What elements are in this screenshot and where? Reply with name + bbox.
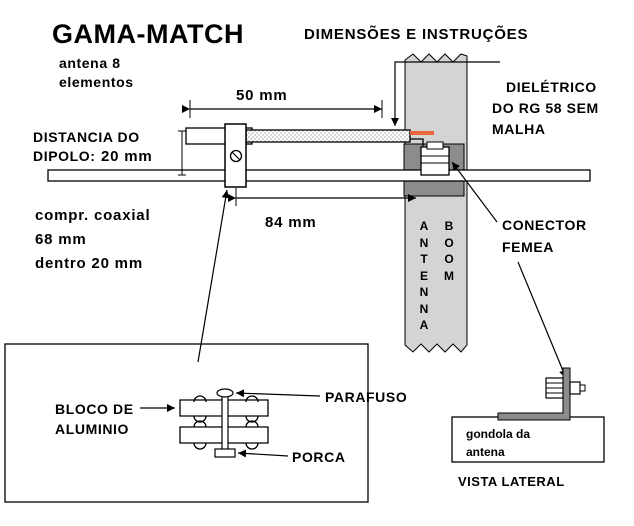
dim-84-label: 84 mm bbox=[265, 214, 317, 231]
coax-length-line3: dentro 20 mm bbox=[35, 255, 143, 272]
bolt-shaft bbox=[221, 391, 229, 455]
coax-length-line2: 68 mm bbox=[35, 231, 87, 248]
dipole-element bbox=[47, 169, 591, 182]
dielectric-exposed bbox=[410, 131, 434, 135]
dipole-distance-value: 20 mm bbox=[101, 148, 153, 165]
connector-line2: FEMEA bbox=[502, 239, 554, 255]
dielectric-line1: DIELÉTRICO bbox=[506, 79, 597, 95]
diagram-title: GAMA-MATCH bbox=[52, 19, 244, 49]
coax-length-line1: compr. coaxial bbox=[35, 207, 151, 224]
nut bbox=[214, 448, 236, 458]
side-view-label: VISTA LATERAL bbox=[458, 474, 565, 489]
boom-label-boom: B O O M bbox=[444, 219, 454, 283]
detail-block-line2: ALUMINIO bbox=[55, 421, 130, 437]
detail-block-line1: BLOCO DE bbox=[55, 401, 134, 417]
side-box-line1: gondola da bbox=[466, 427, 530, 441]
dielectric-line2: DO RG 58 SEM bbox=[492, 100, 599, 116]
dim-50-label: 50 mm bbox=[236, 87, 288, 104]
side-box-line2: antena bbox=[466, 445, 505, 459]
l-bracket bbox=[497, 367, 571, 421]
dielectric-line3: MALHA bbox=[492, 121, 546, 137]
diagram-header: DIMENSÕES E INSTRUÇÕES bbox=[304, 26, 529, 43]
bolt-head bbox=[216, 388, 234, 398]
dipole-distance-line2: DIPOLO: bbox=[33, 148, 96, 164]
gamma-inner-dielectric bbox=[245, 129, 411, 143]
subtitle-line1: antena 8 bbox=[59, 55, 121, 71]
female-connector bbox=[420, 146, 450, 176]
antenna-boom bbox=[404, 53, 468, 353]
detail-box bbox=[4, 343, 369, 503]
detail-nut-label: PORCA bbox=[292, 449, 346, 465]
subtitle-line2: elementos bbox=[59, 74, 134, 90]
detail-screw-label: PARAFUSO bbox=[325, 389, 408, 405]
boom-label-antenna: A N T E N N A bbox=[419, 219, 429, 332]
dipole-distance-line1: DISTANCIA DO bbox=[33, 129, 140, 145]
connector-line1: CONECTOR bbox=[502, 217, 587, 233]
